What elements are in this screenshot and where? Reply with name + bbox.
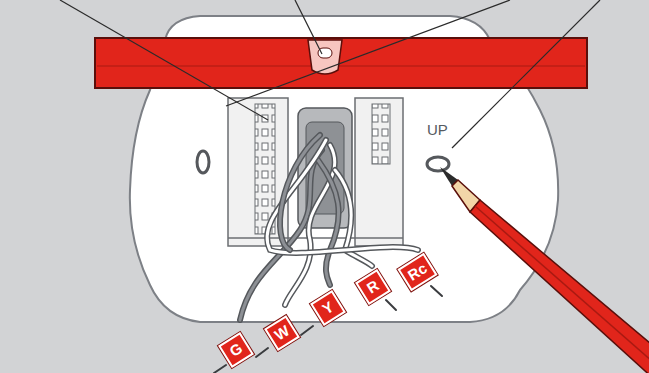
wire-label: Rc (405, 259, 430, 284)
wire-tag: G (218, 332, 254, 368)
level-edge (97, 66, 585, 67)
pencil (440, 167, 649, 373)
plate-rail (228, 237, 403, 239)
leader-lines (60, 0, 600, 148)
terminal-block (355, 98, 403, 246)
orientation-label: UP (427, 122, 448, 137)
terminal-slots (372, 104, 390, 164)
wire-label: W (271, 322, 292, 344)
wire-label: Y (319, 298, 337, 318)
wire-ends (214, 286, 442, 373)
screw-hole (197, 151, 209, 173)
wire-label: G (226, 339, 245, 360)
screw-hole (427, 157, 449, 171)
wire-label: R (364, 276, 382, 296)
